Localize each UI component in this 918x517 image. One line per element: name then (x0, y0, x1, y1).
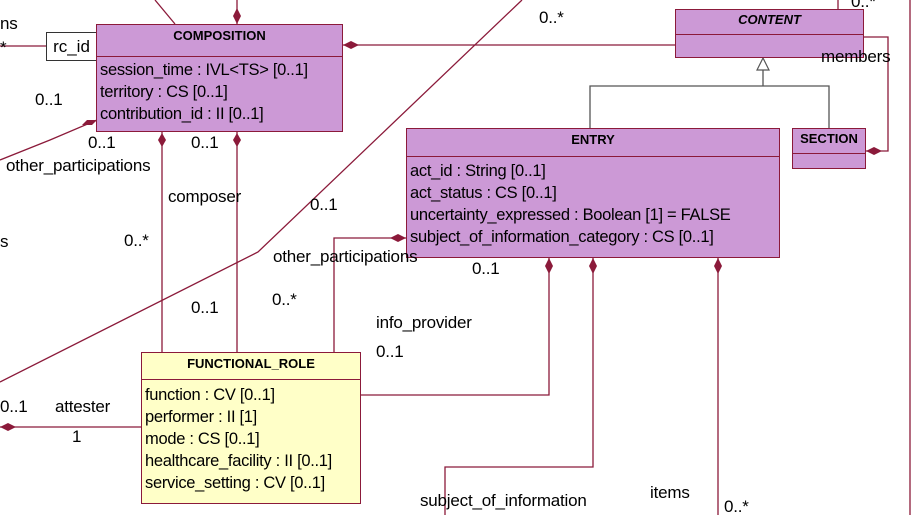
label-comp-0-1-a: 0..1 (88, 133, 116, 152)
fr-attr-4: service_setting : CV [0..1] (145, 474, 325, 492)
diamond-icon (390, 234, 406, 242)
class-content-name: CONTENT (676, 10, 863, 35)
composition-attr-1: territory : CS [0..1] (100, 83, 228, 101)
label-content-top-0-many: 0..* (851, 0, 876, 11)
diamond-icon (589, 258, 597, 274)
class-functional-role[interactable]: FUNCTIONAL_ROLE function : CV [0..1] per… (141, 352, 361, 504)
assoc-line-subject (444, 258, 594, 515)
fr-attr-0: function : CV [0..1] (145, 386, 275, 404)
entry-attr-0: act_id : String [0..1] (410, 162, 546, 180)
class-functional-role-name: FUNCTIONAL_ROLE (142, 353, 360, 380)
label-comp-0-1-left: 0..1 (35, 90, 63, 109)
label-other-participations-2: other_participations (273, 247, 418, 266)
entry-attr-1: act_status : CS [0..1] (410, 184, 557, 202)
assoc-line-info-provider (361, 258, 550, 396)
diamond-icon (82, 120, 97, 125)
assoc-line-other-participations-left (0, 119, 98, 161)
label-items-0-many: 0..* (724, 497, 749, 516)
inherit-line-entry (589, 85, 830, 128)
diamond-icon (158, 133, 166, 147)
fr-attr-1: performer : II [1] (145, 408, 257, 426)
label-comp-0-1-b: 0..1 (191, 133, 219, 152)
assoc-line-diagonal (0, 0, 523, 383)
fr-attr-3: healthcare_facility : II [0..1] (145, 452, 332, 470)
diamond-icon (233, 8, 241, 24)
label-fr-0-1: 0..1 (191, 298, 219, 317)
label-subject-of-information: subject_of_information (420, 491, 587, 510)
diamond-icon (714, 258, 722, 274)
rc-id-qualifier: rc_id (46, 32, 97, 61)
class-entry[interactable]: ENTRY act_id : String [0..1] act_status … (406, 128, 780, 258)
label-zero-one-diag: 0..1 (310, 195, 338, 214)
class-content[interactable]: CONTENT (675, 9, 864, 58)
label-info-0-1: 0..1 (376, 342, 404, 361)
label-members: members (821, 47, 891, 66)
assoc-line-topleft (154, 0, 176, 25)
inherit-triangle-icon (756, 56, 770, 71)
label-attester-1: 1 (72, 427, 82, 446)
class-composition[interactable]: COMPOSITION session_time : IVL<TS> [0..1… (96, 24, 343, 132)
label-items: items (650, 483, 690, 502)
class-entry-name: ENTRY (407, 129, 779, 157)
fr-attr-2: mode : CS [0..1] (145, 430, 260, 448)
label-zero-many-1: 0..* (124, 231, 149, 250)
diamond-icon (545, 258, 553, 274)
rc-id-label: rc_id (53, 37, 90, 56)
label-ns-partial: ns (0, 14, 18, 33)
composition-attr-0: session_time : IVL<TS> [0..1] (100, 61, 308, 79)
entry-attr-2: uncertainty_expressed : Boolean [1] = FA… (410, 206, 731, 224)
label-other-participations-1: other_participations (6, 156, 151, 175)
class-section-name: SECTION (793, 129, 865, 154)
class-composition-name: COMPOSITION (97, 25, 342, 57)
label-s-partial: s (0, 232, 9, 251)
label-attester-0-1: 0..1 (0, 397, 28, 416)
label-entry-0-1: 0..1 (472, 259, 500, 278)
diamond-icon (343, 41, 359, 49)
label-zero-many-2: 0..* (272, 290, 297, 309)
diamond-icon (866, 147, 882, 155)
class-section[interactable]: SECTION (792, 128, 866, 169)
entry-attr-3: subject_of_information_category : CS [0.… (410, 228, 714, 246)
label-star-left: * (0, 38, 7, 57)
label-top-0-many: 0..* (539, 8, 564, 27)
diamond-icon (0, 423, 16, 431)
label-info-provider: info_provider (376, 313, 472, 332)
label-composer: composer (168, 187, 242, 206)
diamond-icon (233, 133, 241, 147)
composition-attr-2: contribution_id : II [0..1] (100, 105, 264, 123)
label-attester: attester (55, 397, 111, 416)
